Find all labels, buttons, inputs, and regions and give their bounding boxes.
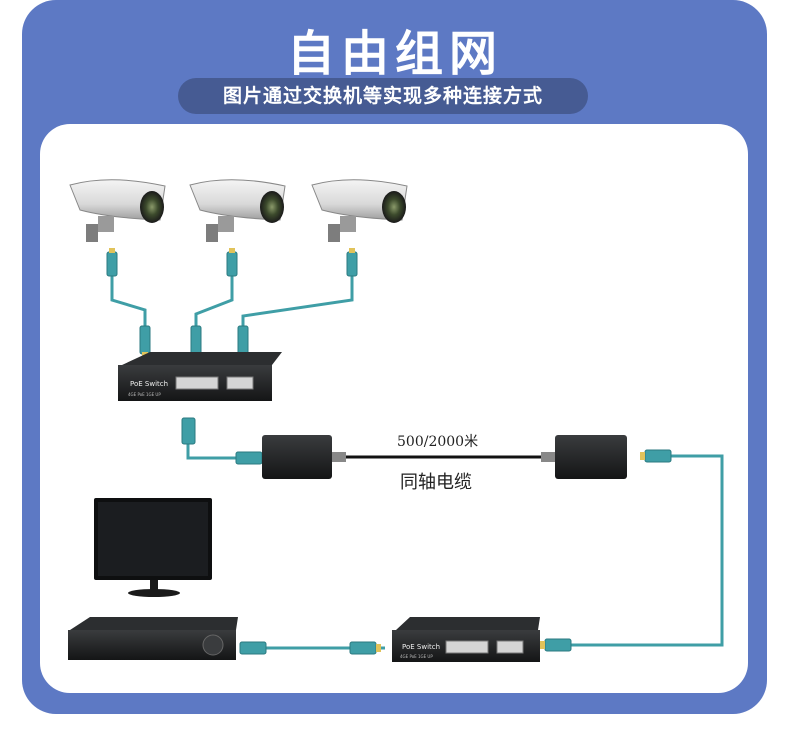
page-subtitle: 图片通过交换机等实现多种连接方式 bbox=[178, 78, 588, 114]
switch-top-model: 4GE PoE 1GE UP bbox=[128, 392, 161, 397]
camera-3 bbox=[311, 179, 408, 242]
switch-top-brand: PoE Switch bbox=[130, 380, 168, 388]
rj45-connectors bbox=[106, 251, 672, 655]
camera-2 bbox=[189, 179, 286, 242]
coax-extender-left bbox=[262, 435, 346, 479]
switch-bottom-model: 4GE PoE 1GE UP bbox=[400, 654, 433, 659]
page-title: 自由组网 bbox=[286, 26, 503, 82]
coax-extender-right bbox=[541, 435, 627, 479]
poe-switch-top bbox=[118, 352, 282, 401]
network-cables bbox=[110, 275, 724, 650]
switch-bottom-brand: PoE Switch bbox=[402, 643, 440, 651]
cable-distance-label: 500/2000米 bbox=[397, 434, 479, 450]
cable-type-label: 同轴电缆 bbox=[400, 472, 472, 493]
monitor bbox=[94, 498, 212, 597]
nvr-recorder bbox=[68, 617, 238, 660]
poe-switch-bottom bbox=[392, 617, 540, 662]
camera-1 bbox=[69, 179, 166, 242]
